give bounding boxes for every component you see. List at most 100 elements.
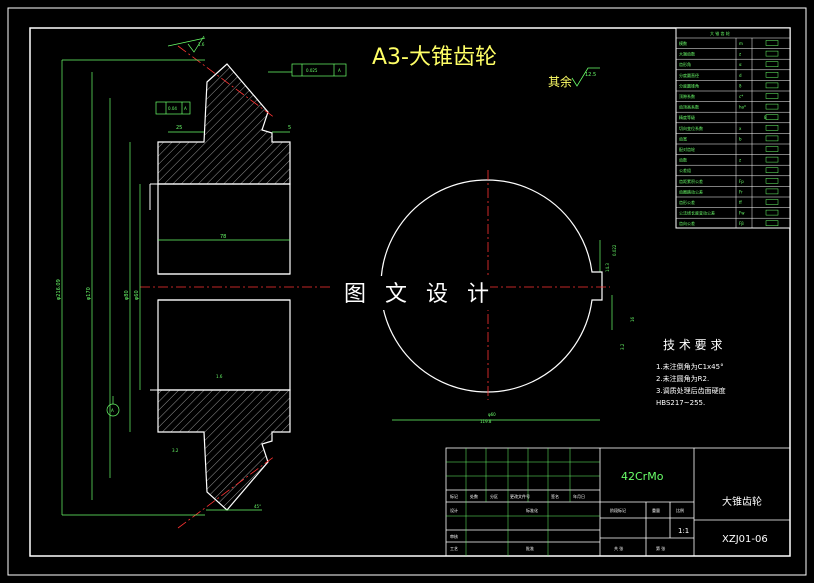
drawing-title: A3-大锥齿轮 xyxy=(372,45,497,70)
gear-table-value-cell xyxy=(765,156,779,163)
dim-left-inner2: φ60 xyxy=(134,290,140,300)
gear-table-row-symbol: ff xyxy=(739,200,742,205)
gear-table-row-name: 齿数 xyxy=(679,157,687,163)
gear-table-value-cell xyxy=(765,61,779,67)
dim-right-small: 3.2 xyxy=(620,343,625,350)
svg-text:0.025: 0.025 xyxy=(306,68,318,73)
dim-keyway-depth: 14.3 xyxy=(605,263,610,272)
roughness-rest-label: 其余 xyxy=(548,74,572,89)
gear-table-row-symbol: Fr xyxy=(739,189,743,194)
datum-a-symbol: A xyxy=(106,396,120,417)
gear-table-row-name: 齿宽 xyxy=(679,135,687,141)
gear-table-row-symbol: m xyxy=(739,41,743,46)
gear-table-row-symbol: z xyxy=(739,52,741,57)
tb-label-count: 处数 xyxy=(470,493,478,499)
tb-label-mark: 标记 xyxy=(450,493,458,499)
svg-text:0.04: 0.04 xyxy=(168,106,177,111)
tech-req-item-2: 2.未注圆角为R2. xyxy=(656,374,709,383)
svg-text:A: A xyxy=(184,106,187,111)
title-part-name: 大锥齿轮 xyxy=(722,495,762,508)
gear-table-row-name: 分度圆直径 xyxy=(679,72,699,78)
tb-label-sheet: 第 张 xyxy=(656,545,665,551)
gear-table-row-name: 齿圈跳动公差 xyxy=(679,188,703,194)
tech-req-item-3: 3.调质处理后齿面硬度 xyxy=(656,386,726,395)
gear-table-row-name: 齿形公差 xyxy=(679,199,695,205)
gdt-frame-top: 0.025 A xyxy=(291,63,347,77)
gear-table-row-name: 齿顶高系数 xyxy=(679,104,699,110)
gear-table-row-symbol: ha* xyxy=(739,105,746,110)
gear-table-row-symbol: z xyxy=(739,158,741,163)
gear-table-value-cell xyxy=(765,167,779,173)
tech-req-item-1: 1.未注倒角为C1x45° xyxy=(656,362,724,371)
gear-table-row-symbol: α xyxy=(739,62,742,67)
gear-table-row-name: 精度等级 xyxy=(679,114,695,120)
gear-table-value-cell xyxy=(765,209,779,216)
tb-label-designer: 设计 xyxy=(450,507,458,513)
gear-table-row-name: 切向变位系数 xyxy=(679,125,703,131)
roughness-top-value: 1.6 xyxy=(198,42,205,47)
gear-table-row-value: 8 xyxy=(764,115,767,120)
tb-label-standardize: 标准化 xyxy=(526,507,538,513)
roughness-left-bottom: 3.2 xyxy=(172,448,179,453)
gear-table-row-name: 齿向公差 xyxy=(679,220,695,226)
roughness-rest-symbol: 12.5 xyxy=(571,67,600,87)
title-scale: 1:1 xyxy=(678,527,689,535)
gear-table-row-name: 顶隙系数 xyxy=(679,93,695,99)
gear-table-row-name: 齿形角 xyxy=(679,61,691,67)
section-view xyxy=(140,45,330,529)
upper-section-hatch xyxy=(157,63,291,185)
gear-table-value-cell xyxy=(765,125,779,131)
sheet-inner-border xyxy=(29,27,791,557)
gear-table-row-name: 大端齿数 xyxy=(679,51,695,57)
dim-angle-bottom: 45° xyxy=(254,504,261,509)
gear-table-row-name: 公差组 xyxy=(679,167,691,173)
dim-keyway-tol: 0.022 xyxy=(612,244,617,256)
tb-label-sign: 签名 xyxy=(551,493,559,499)
gear-table-value-cell xyxy=(765,178,779,184)
dim-bore-len: 78 xyxy=(220,234,226,240)
dim-circle-width2: 119.8 xyxy=(480,419,492,424)
dim-hub-right: 5 xyxy=(288,125,291,131)
tb-label-ratio: 比例 xyxy=(676,507,684,513)
dim-left-outer: φ216.09 xyxy=(56,279,62,300)
tb-label-change-doc: 更改文件号 xyxy=(510,493,530,499)
title-block xyxy=(445,447,791,557)
svg-text:A: A xyxy=(338,68,341,73)
gear-table-value-cell xyxy=(765,114,779,120)
svg-text:A: A xyxy=(111,408,114,413)
title-drawing-no: XZJ01-06 xyxy=(722,534,768,545)
tech-req-heading: 技 术 要 求 xyxy=(663,338,722,352)
gear-table-row-name: 模数 xyxy=(679,40,687,46)
gear-table-value-cell xyxy=(765,82,779,89)
tech-req-item-4: HBS217~255. xyxy=(656,399,705,407)
gear-table-value-cell xyxy=(765,188,779,195)
gear-table-value-cell xyxy=(765,72,779,78)
sheet-outer-border xyxy=(7,7,807,576)
svg-text:12.5: 12.5 xyxy=(585,72,596,78)
dimension-lines xyxy=(61,37,613,516)
title-material: 42CrMo xyxy=(621,470,664,483)
gear-table-row-symbol: b xyxy=(739,136,742,141)
gear-table-row-symbol: d xyxy=(739,73,742,78)
gear-table-row-symbol: Fw xyxy=(739,211,745,216)
gear-table-row-name: 分度圆锥角 xyxy=(679,82,699,88)
gear-table-value-cell xyxy=(765,93,779,99)
dim-circle-width: φ60 xyxy=(488,412,496,417)
lower-section-hatch xyxy=(157,389,291,511)
gear-table-value-cell xyxy=(765,146,779,152)
tb-label-process: 工艺 xyxy=(450,546,458,551)
gear-table-row-name: 齿距累积公差 xyxy=(679,178,703,184)
dim-left-inner1: φ80 xyxy=(124,290,130,300)
gear-table-value-cell xyxy=(765,50,779,57)
dim-left-mid: φ170 xyxy=(86,287,92,300)
gear-table-row-name: 配对齿轮 xyxy=(679,146,695,152)
gear-table-row-symbol: x xyxy=(739,126,742,131)
gear-table-value-cell xyxy=(765,103,779,110)
tb-label-weight: 重量 xyxy=(652,507,660,513)
gdt-frame-left: 0.04 A xyxy=(155,101,191,115)
gear-table-row-symbol: Fβ xyxy=(739,221,744,226)
gear-table-row-symbol: c* xyxy=(739,94,743,99)
gear-table-row-symbol: δ xyxy=(739,83,742,88)
watermark-text: 图 文 设 计 xyxy=(344,282,495,307)
